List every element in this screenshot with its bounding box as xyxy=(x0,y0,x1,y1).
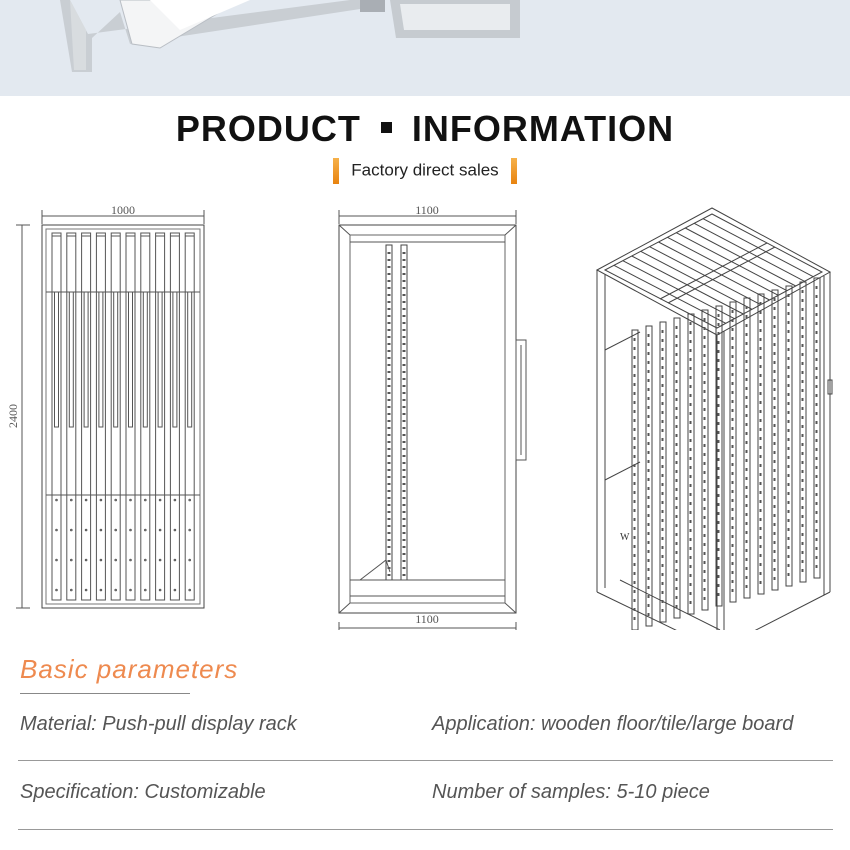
side-bottom-label: 1100 xyxy=(415,612,439,626)
hero-photo-strip xyxy=(0,0,850,96)
side-top-label: 1100 xyxy=(415,203,439,217)
params-heading: Basic parameters xyxy=(20,654,239,684)
front-height-label: 2400 xyxy=(6,404,20,428)
subtitle-text: Factory direct sales xyxy=(351,160,499,180)
orange-bar-icon xyxy=(333,158,340,184)
param-application: Application: wooden floor/tile/large boa… xyxy=(432,713,794,735)
title-right: INFORMATION xyxy=(411,108,675,149)
subtitle: Factory direct sales xyxy=(0,158,850,184)
param-material: Material: Push-pull display rack xyxy=(20,713,297,735)
rack-photo-fragment xyxy=(0,0,850,96)
title-left: PRODUCT xyxy=(175,108,361,149)
param-specification: Specification: Customizable xyxy=(20,781,266,803)
technical-drawings: 1000 2400 1100 1100 W xyxy=(6,203,833,630)
front-width-label: 1000 xyxy=(111,203,135,217)
square-bullet-icon xyxy=(380,121,392,133)
params-heading-underline xyxy=(20,693,190,694)
section-title: PRODUCT INFORMATION xyxy=(0,108,850,150)
front-view-drawing xyxy=(16,210,205,609)
orange-bar-icon xyxy=(510,158,517,184)
isometric-view-drawing xyxy=(595,207,833,630)
iso-label: W xyxy=(620,532,630,543)
row-divider xyxy=(18,829,833,830)
row-divider xyxy=(18,760,833,761)
param-samples: Number of samples: 5-10 piece xyxy=(432,781,710,803)
side-view-drawing xyxy=(338,210,527,630)
